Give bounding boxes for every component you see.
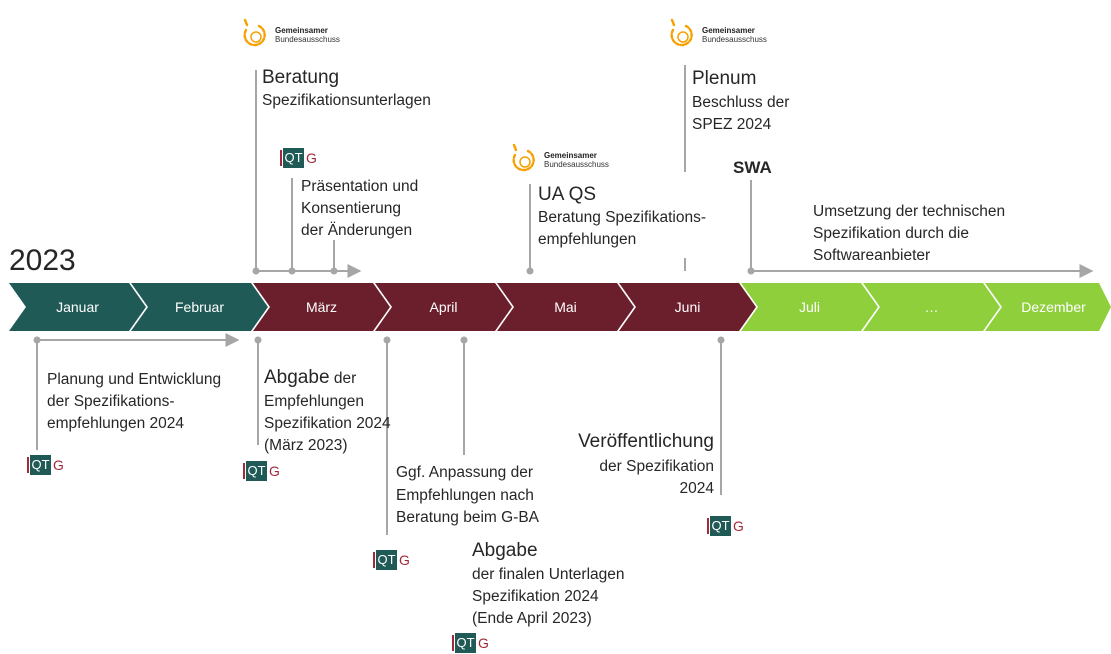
gba-sun-icon [512,143,535,172]
beratung-text: Spezifikationsunterlagen [262,92,431,109]
ua-qs-line2: empfehlungen [538,231,637,248]
praesentation-line2: Konsentierung [301,200,401,217]
gba-logo: Gemeinsamer Bundesausschuss [668,16,788,52]
month-label-april: April [429,299,458,315]
abgabe1-line2: Spezifikation 2024 [264,415,391,432]
abgabe1-line1: Empfehlungen [264,393,364,410]
chevron-dezember [985,283,1111,331]
abgabe2-line2: Spezifikation 2024 [472,588,599,605]
month-label-maerz: März [305,299,338,315]
dot [717,336,725,344]
planung-line2: der Spezifikations- [47,393,175,410]
praesentation-line3: der Änderungen [301,222,413,239]
dot [747,267,755,275]
chevron-februar [131,283,268,331]
chevron-mai [497,283,634,331]
planung-line3: empfehlungen 2024 [47,415,185,432]
abgabe1-title: Abgabe der [264,366,356,390]
veroeffentlichung-title: Veröffentlichung [578,431,714,452]
anpassung-line2: Empfehlungen nach [396,487,534,504]
chevron-januar [9,283,146,331]
dot [33,336,41,344]
month-label-mai: Mai [554,299,577,315]
veroeffentlichung-line2: 2024 [679,480,714,497]
month-label-januar: Januar [56,299,99,315]
gba-logo-line1: Gemeinsamer [275,26,328,35]
beratung-title: Beratung [262,67,340,88]
chevron-juni [619,283,756,331]
ua-qs-title: UA QS [538,184,597,205]
gba-logo-line1: Gemeinsamer [702,26,755,35]
ua-qs-line1: Beratung Spezifikations- [538,209,707,226]
umsetzung-line2: Spezifikation durch die [813,225,969,242]
gba-logo-line2: Bundesausschuss [702,35,767,44]
month-label-juli: Juli [798,299,820,315]
dot [330,267,338,275]
gba-logo: Gemeinsamer Bundesausschuss [510,141,630,177]
umsetzung-line1: Umsetzung der technischen [813,203,1006,220]
abgabe1-title-rest: der [329,370,357,387]
gba-logo-line2: Bundesausschuss [275,35,340,44]
praesentation-line1: Präsentation und [301,178,419,195]
dot [252,267,260,275]
dot [254,336,262,344]
gba-logo: Gemeinsamer Bundesausschuss [241,16,361,52]
gba-logo-line2: Bundesausschuss [544,160,609,169]
gba-logo-line1: Gemeinsamer [544,151,597,160]
abgabe2-line3: (Ende April 2023) [472,610,592,627]
dot [526,267,534,275]
year-label: 2023 [9,244,76,277]
plenum-title: Plenum [692,68,757,89]
dot [383,336,391,344]
anpassung-line3: Beratung beim G-BA [396,509,540,526]
anpassung-line1: Ggf. Anpassung der [396,464,534,481]
gba-sun-icon [670,18,693,47]
month-label-ellipsis: … [924,299,939,315]
gba-sun-icon [243,18,266,47]
abgabe2-title: Abgabe [472,540,538,561]
abgabe1-title-word: Abgabe [264,367,330,388]
abgabe1-line3: (März 2023) [264,437,348,454]
planung-line1: Planung und Entwicklung [47,371,222,388]
chevron-juli [741,283,878,331]
chevron-april [375,283,512,331]
month-label-dezember: Dezember [1021,299,1086,315]
month-label-juni: Juni [674,299,701,315]
dot [288,267,296,275]
abgabe2-line1: der finalen Unterlagen [472,566,625,583]
veroeffentlichung-line1: der Spezifikation [599,458,714,475]
dot [460,336,468,344]
month-label-februar: Februar [174,299,225,315]
umsetzung-line3: Softwareanbieter [813,247,931,264]
chevron-maerz [253,283,390,331]
swa-label: SWA [733,158,772,177]
plenum-line1: Beschluss der [692,94,790,111]
chevron-ellipsis [863,283,1000,331]
plenum-line2: SPEZ 2024 [692,116,772,133]
